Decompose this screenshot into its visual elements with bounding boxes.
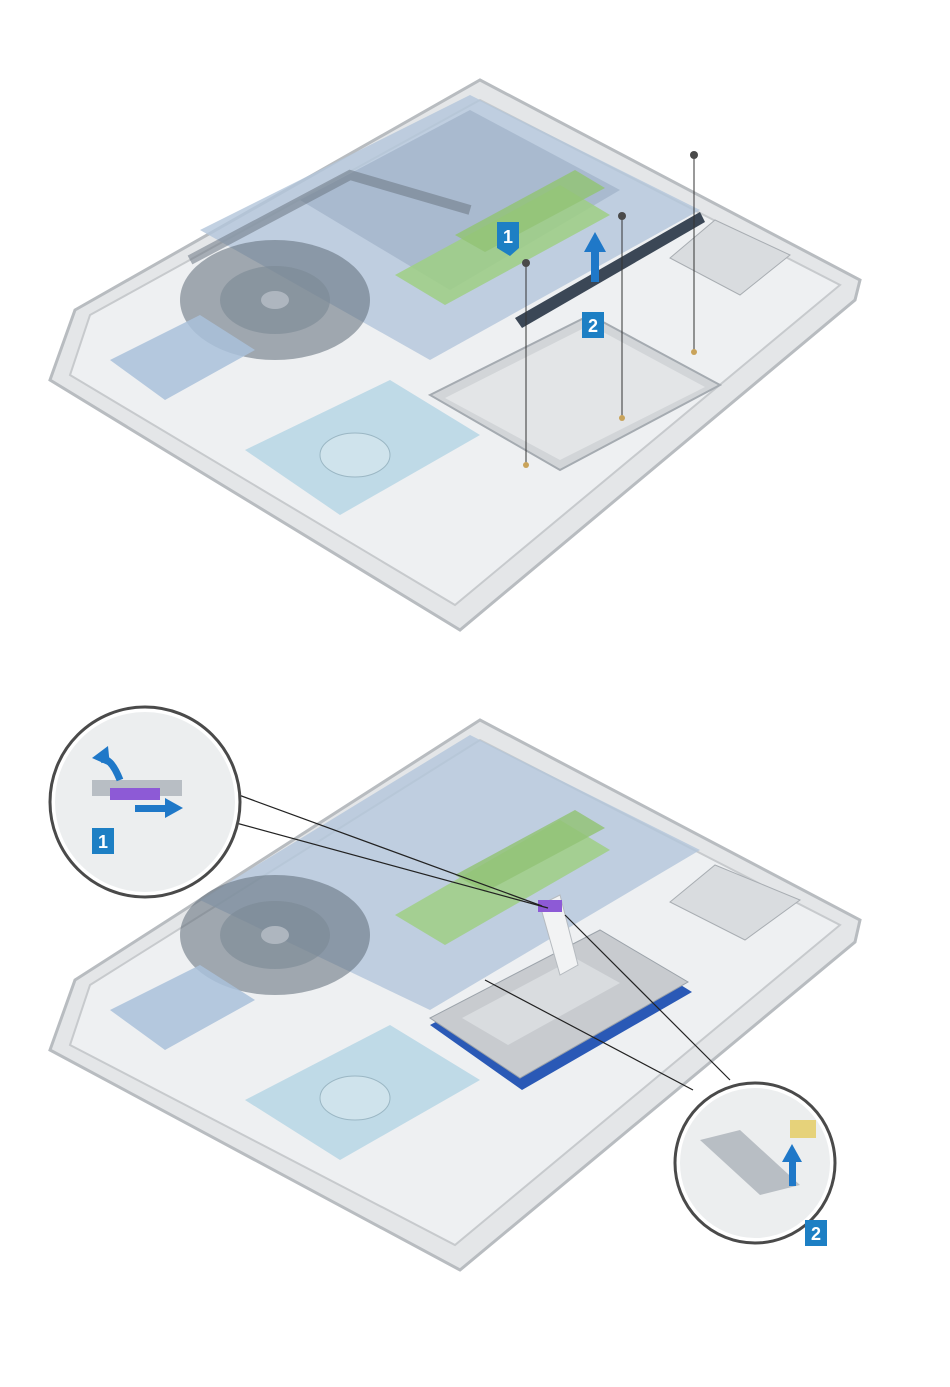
callout-1: 1 [92,828,114,854]
callout-2-label: 2 [811,1224,821,1244]
screw-icon [618,212,626,220]
callout-2: 2 [805,1220,827,1246]
screw-icon [522,259,530,267]
callout-1-label: 1 [98,832,108,852]
screw-icon [690,151,698,159]
callout-2-label: 2 [588,316,598,336]
callout-1-label: 1 [503,227,513,247]
magnifier-connector-detail: 1 [50,707,240,897]
lift-up-arrow-icon [789,1158,796,1186]
callout-2: 2 [582,312,604,338]
bottom-illustration: 1 2 [0,680,950,1387]
touchpad-bracket-removal-figure: 1 2 [0,0,950,680]
magnifier-tape-detail: 2 [675,1083,835,1246]
touchpad-cable-disconnect-figure: 1 2 [0,680,950,1387]
top-illustration: 1 2 [0,0,950,680]
pull-arrow-icon [135,805,169,812]
